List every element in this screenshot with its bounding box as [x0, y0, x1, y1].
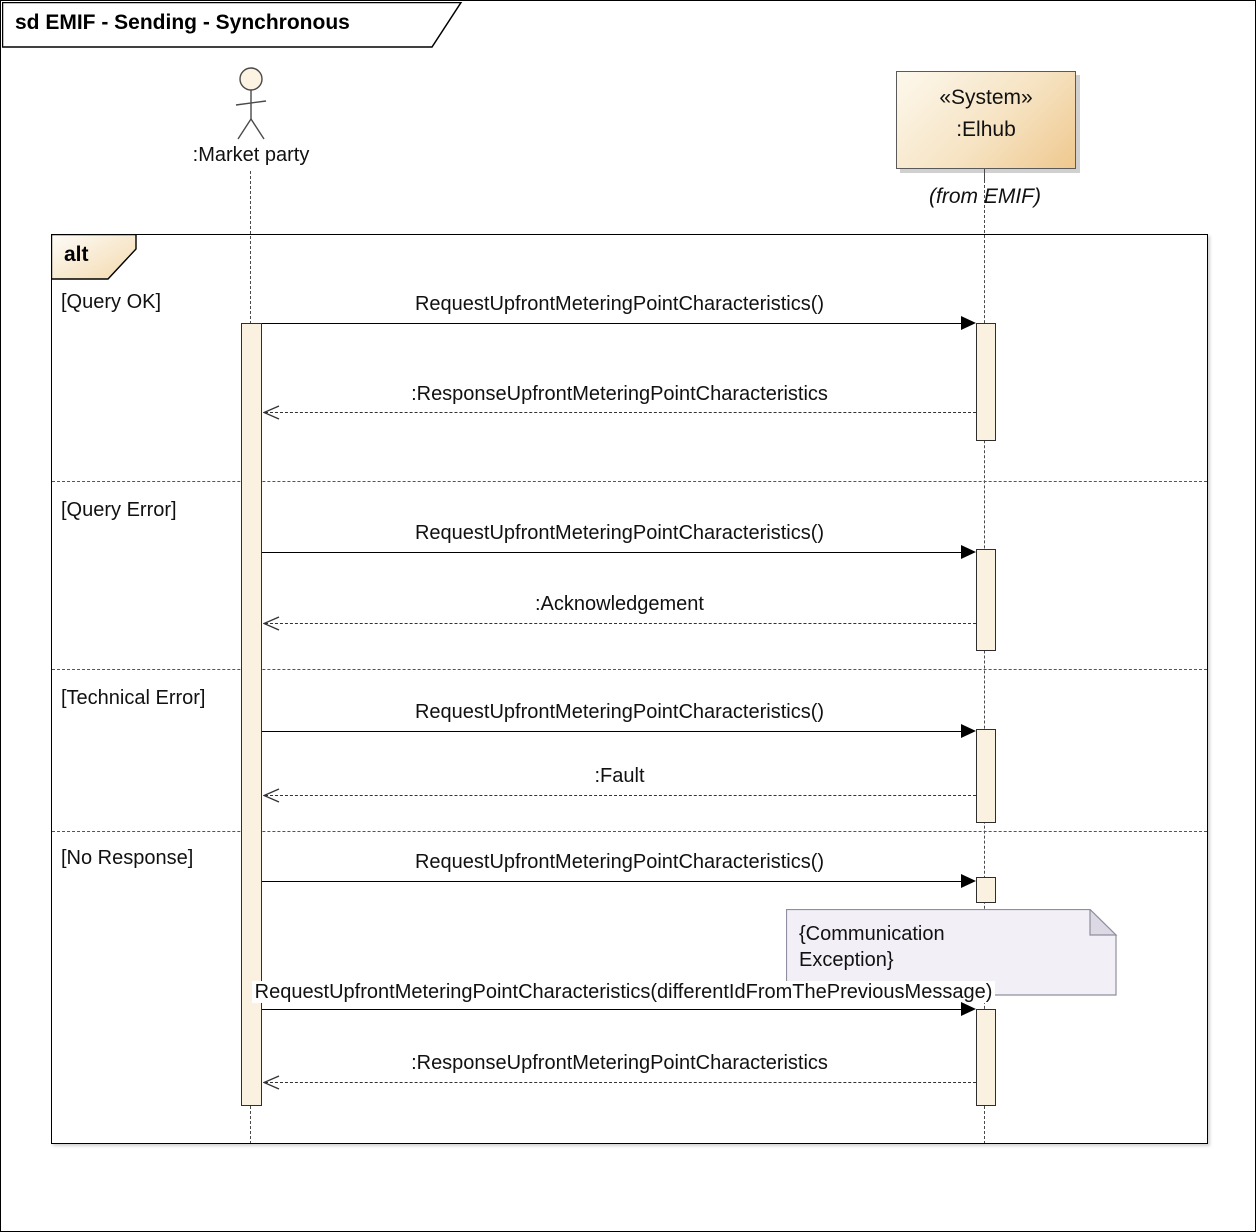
elhub-activation-1 — [976, 323, 996, 441]
system-origin: (from EMIF) — [929, 185, 1041, 208]
message-line — [262, 1009, 962, 1010]
elhub-activation-3 — [976, 729, 996, 823]
market-activation-bar — [241, 323, 262, 1106]
guard-query-error: [Query Error] — [61, 499, 177, 521]
actor-icon — [235, 67, 267, 140]
message-label: RequestUpfrontMeteringPointCharacteristi… — [414, 522, 825, 544]
section-separator-2 — [52, 669, 1207, 670]
open-arrowhead-icon — [263, 1075, 280, 1090]
message-line — [262, 323, 962, 324]
open-arrowhead-icon — [263, 616, 280, 631]
arrowhead-icon — [961, 874, 976, 888]
elhub-lifeline — [984, 185, 985, 1144]
message-label: RequestUpfrontMeteringPointCharacteristi… — [414, 701, 825, 723]
open-arrowhead-icon — [263, 405, 280, 420]
return-line — [265, 1082, 976, 1083]
arrowhead-icon — [961, 724, 976, 738]
message-label: :Acknowledgement — [535, 593, 704, 615]
actor-label: :Market party — [192, 144, 310, 166]
elhub-activation-2 — [976, 549, 996, 651]
open-arrowhead-icon — [263, 788, 280, 803]
section-separator-3 — [52, 831, 1207, 832]
note-text: {Communication Exception} — [799, 923, 945, 971]
guard-no-response: [No Response] — [61, 847, 194, 869]
message-line — [262, 881, 962, 882]
system-stereotype: «System» — [939, 86, 1033, 109]
message-line — [262, 731, 962, 732]
message-label: RequestUpfrontMeteringPointCharacteristi… — [414, 851, 825, 873]
alt-operator-label: alt — [64, 243, 89, 266]
message-line — [262, 552, 962, 553]
alt-fragment-frame — [51, 234, 1208, 1144]
alt-operator-tab — [51, 234, 137, 280]
arrowhead-icon — [961, 545, 976, 559]
elhub-activation-4 — [976, 877, 996, 903]
system-name: :Elhub — [956, 118, 1016, 141]
message-label: :Fault — [594, 765, 645, 787]
system-stem-line — [984, 169, 985, 183]
message-label: RequestUpfrontMeteringPointCharacteristi… — [414, 293, 825, 315]
system-object: «System» :Elhub — [896, 71, 1076, 169]
message-label: RequestUpfrontMeteringPointCharacteristi… — [141, 981, 1106, 1004]
title-tab-shape — [2, 2, 463, 48]
return-line — [265, 623, 976, 624]
message-label: :ResponseUpfrontMeteringPointCharacteris… — [411, 383, 828, 405]
guard-query-ok: [Query OK] — [61, 291, 162, 313]
message-label-text: RequestUpfrontMeteringPointCharacteristi… — [251, 981, 996, 1003]
arrowhead-icon — [961, 1002, 976, 1016]
section-separator-1 — [52, 481, 1207, 482]
diagram-title: sd EMIF - Sending - Synchronous — [15, 11, 350, 34]
arrowhead-icon — [961, 316, 976, 330]
message-label: :ResponseUpfrontMeteringPointCharacteris… — [411, 1052, 828, 1074]
guard-technical-error: [Technical Error] — [61, 687, 206, 709]
return-line — [265, 795, 976, 796]
note-shape — [786, 909, 1118, 996]
elhub-activation-5 — [976, 1009, 996, 1106]
return-line — [265, 412, 976, 413]
